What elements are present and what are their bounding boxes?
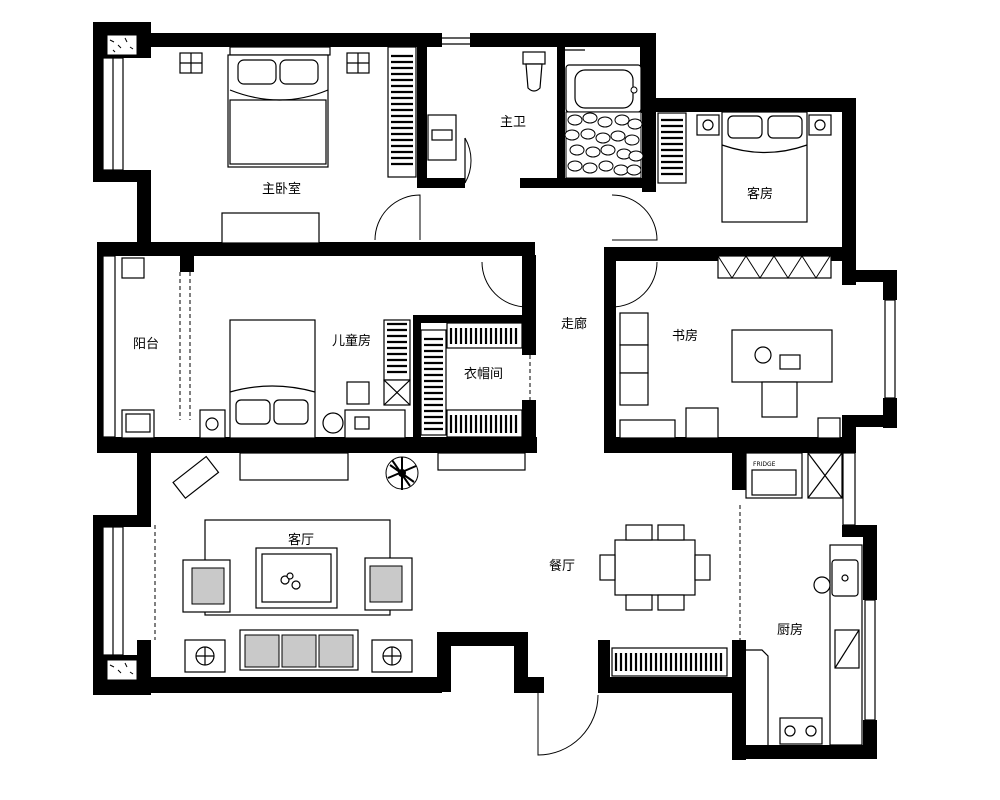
- study-furniture: 书房: [604, 255, 841, 439]
- room-label-dining-room: 餐厅: [549, 558, 575, 574]
- walk-in-closet-fixtures: 衣帽间: [420, 322, 523, 438]
- kids-room-furniture: 儿童房: [199, 319, 411, 439]
- plant-icon: [385, 456, 419, 490]
- walls: [93, 22, 897, 760]
- guest-room-furniture: 客房: [657, 111, 832, 223]
- fridge-label: FRIDGE: [753, 461, 776, 468]
- room-label-master-bath: 主卫: [500, 115, 526, 130]
- room-label-guest-room: 客房: [747, 186, 773, 202]
- balcony-fixtures: 阳台: [121, 257, 159, 439]
- door-swings: [154, 137, 741, 756]
- master-bath-fixtures: 主卫: [427, 49, 644, 179]
- room-label-master-bedroom: 主卧室: [262, 181, 301, 197]
- dining-room-furniture: 餐厅: [549, 524, 728, 677]
- room-label-corridor: 走廊: [561, 316, 587, 332]
- windows: [102, 37, 896, 721]
- pillars: [106, 34, 138, 681]
- room-label-balcony: 阳台: [133, 337, 159, 352]
- room-label-living-room: 客厅: [288, 532, 314, 548]
- living-room-furniture: 客厅: [172, 452, 526, 673]
- kitchen-fixtures: FRIDGE 厨房: [745, 452, 863, 746]
- room-label-walk-in-closet: 衣帽间: [464, 366, 503, 382]
- room-label-study: 书房: [672, 328, 698, 344]
- room-label-kids-room: 儿童房: [332, 333, 371, 349]
- master-bedroom-furniture: 主卧室: [179, 46, 417, 244]
- room-label-kitchen: 厨房: [777, 622, 803, 638]
